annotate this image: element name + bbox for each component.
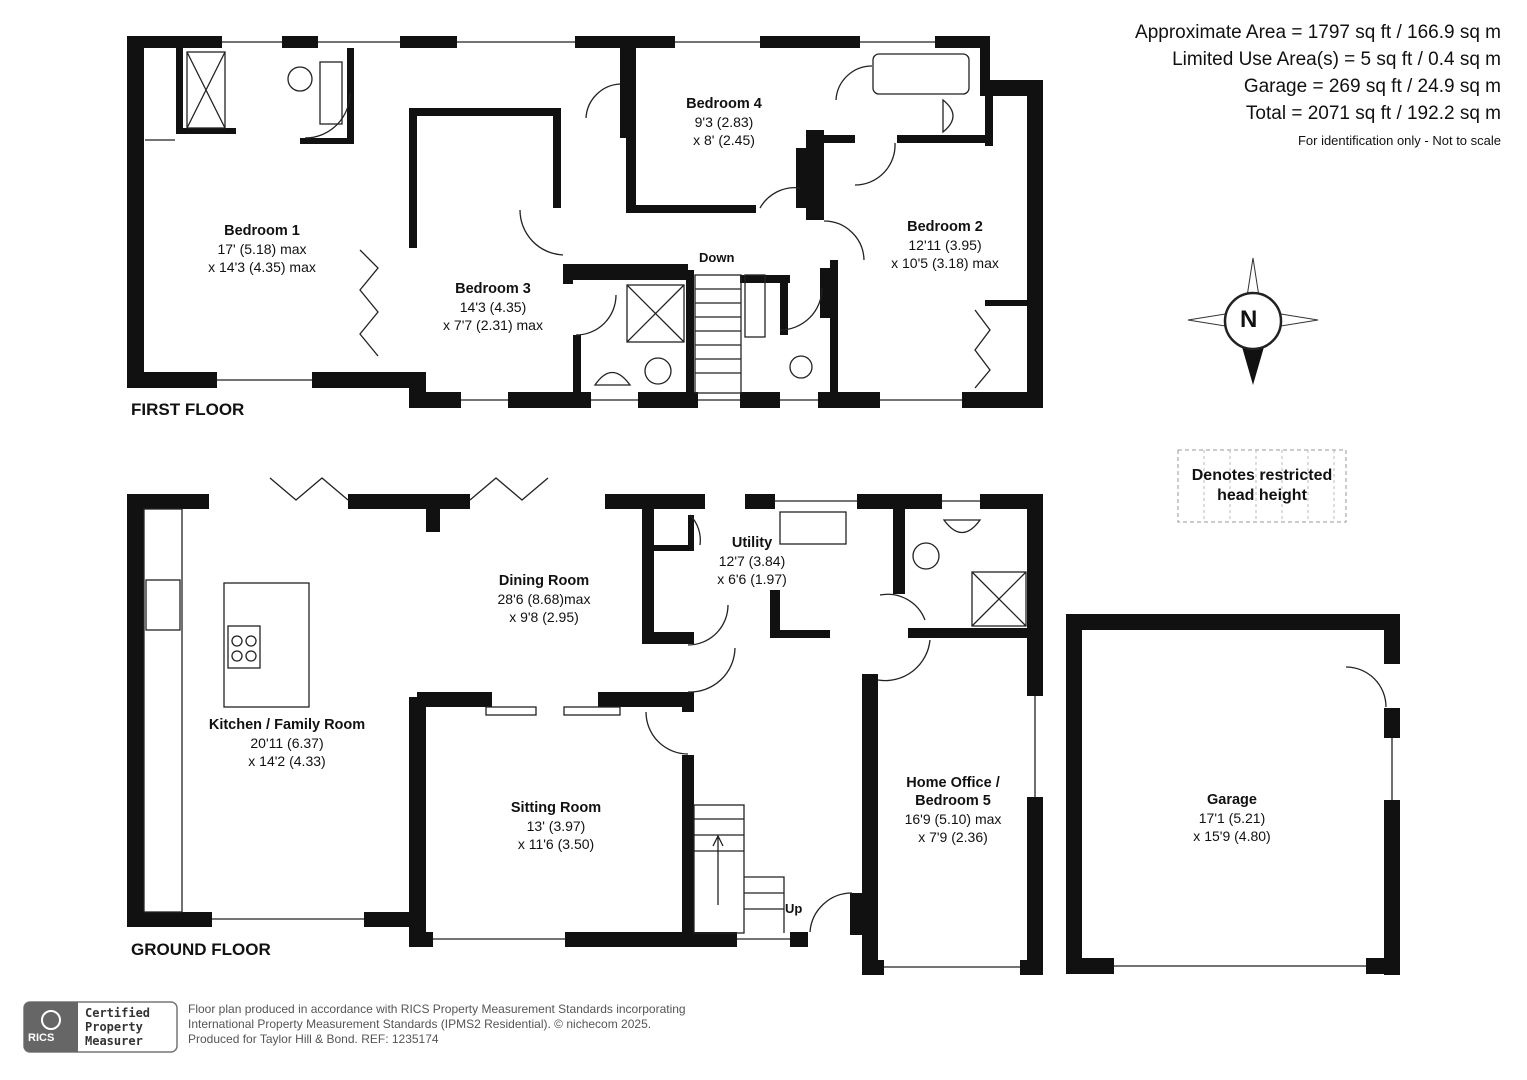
room-kitchen-family: Kitchen / Family Room 20'11 (6.37) x 14'… bbox=[208, 717, 366, 769]
doors-and-fixtures bbox=[143, 41, 1393, 968]
ground-floor-walls bbox=[127, 494, 1400, 975]
ground-floor-label: GROUND FLOOR bbox=[131, 940, 271, 959]
rics-logo bbox=[23, 1001, 178, 1053]
identification-note: For identification only - Not to scale bbox=[1297, 133, 1501, 148]
stairs-up-label: Up bbox=[785, 901, 803, 916]
rics-logo-text: RICS bbox=[28, 1032, 55, 1044]
limited-use-area: Limited Use Area(s) = 5 sq ft / 0.4 sq m bbox=[1172, 49, 1501, 70]
room-home-office: Home Office / Bedroom 5 16'9 (5.10) max … bbox=[904, 775, 1002, 845]
room-dining: Dining Room 28'6 (8.68)max x 9'8 (2.95) bbox=[497, 573, 591, 625]
room-bedroom-4: Bedroom 4 9'3 (2.83) x 8' (2.45) bbox=[686, 96, 762, 148]
garage-area: Garage = 269 sq ft / 24.9 sq m bbox=[1243, 76, 1501, 97]
restricted-head-height-legend: Denotes restricted head height bbox=[1191, 467, 1333, 504]
stairs-down-label: Down bbox=[699, 250, 735, 265]
certified-measurer-badge: Certified Property Measurer bbox=[85, 1006, 151, 1048]
room-bedroom-3: Bedroom 3 14'3 (4.35) x 7'7 (2.31) max bbox=[443, 281, 543, 333]
footer-disclaimer: Floor plan produced in accordance with R… bbox=[188, 1002, 686, 1046]
room-bedroom-1: Bedroom 1 17' (5.18) max x 14'3 (4.35) m… bbox=[208, 223, 316, 275]
room-bedroom-2: Bedroom 2 12'11 (3.95) x 10'5 (3.18) max bbox=[891, 219, 999, 271]
approximate-area: Approximate Area = 1797 sq ft / 166.9 sq… bbox=[1135, 22, 1501, 43]
total-area: Total = 2071 sq ft / 192.2 sq m bbox=[1245, 103, 1501, 124]
first-floor-label: FIRST FLOOR bbox=[131, 400, 245, 419]
compass-rose-icon bbox=[1187, 257, 1319, 385]
compass-north-label: N bbox=[1240, 306, 1258, 333]
room-sitting: Sitting Room 13' (3.97) x 11'6 (3.50) bbox=[510, 800, 602, 852]
first-floor-walls bbox=[127, 36, 1043, 408]
legend-box bbox=[1177, 449, 1347, 523]
room-utility: Utility 12'7 (3.84) x 6'6 (1.97) bbox=[717, 535, 787, 587]
room-garage: Garage 17'1 (5.21) x 15'9 (4.80) bbox=[1193, 792, 1271, 844]
